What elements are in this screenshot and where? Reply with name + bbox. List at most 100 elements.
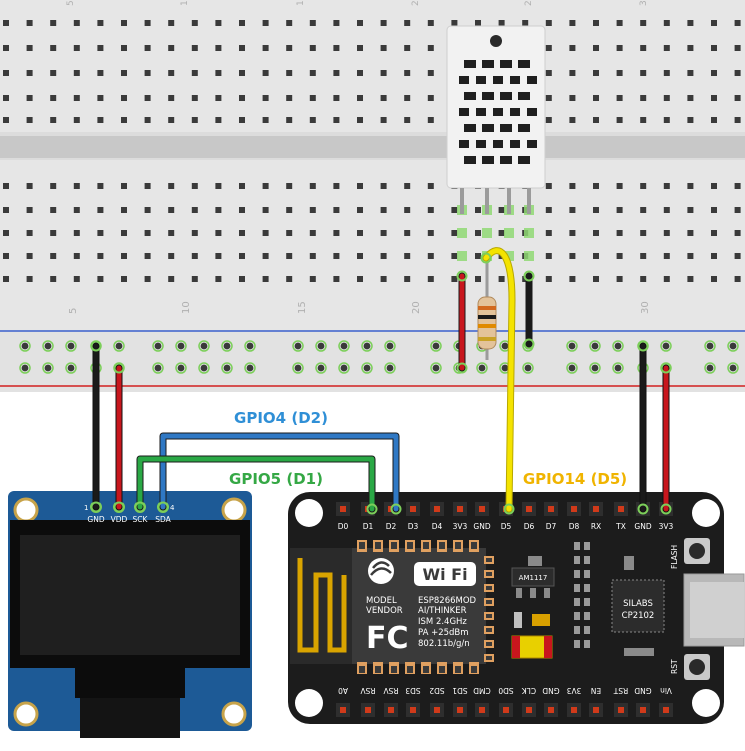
breadboard-hole [616,230,623,236]
wire-end [456,362,468,374]
grille-slot [500,156,512,164]
row-number: 1 [296,0,306,6]
breadboard-hole [734,253,741,259]
breadboard-hole [239,95,245,101]
breadboard-hole [262,45,269,51]
breadboard-hole [333,230,340,236]
breadboard-hole [498,230,505,236]
oled-pin-label: SDA [155,515,171,524]
breadboard-hole [569,70,576,76]
header-pin [410,707,416,713]
module-line-4: PA +25dBm [418,628,469,638]
wire-end [660,503,672,515]
breadboard-hole [144,230,151,236]
smd-component [574,584,580,592]
grille-slot [518,156,530,164]
breadboard-hole [309,276,316,282]
rail-hole-ring [612,340,624,352]
nodemcu-bottom-pin-label: Vin [660,686,672,695]
reset-button-label: RST [670,659,679,674]
power-rail [0,330,745,392]
row-number: 3 [639,0,649,6]
breadboard-hole [26,95,33,101]
flash-button-label: FLASH [670,545,679,569]
breadboard-hole [239,230,245,236]
rail-hole-ring [198,362,210,374]
breadboard-hole [286,253,293,259]
breadboard-hole [545,70,552,76]
rail-hole-ring [19,340,31,352]
pullup-resistor [477,258,497,360]
breadboard-hole [168,207,175,213]
grille-slot [493,108,503,116]
breadboard-hole [380,95,387,101]
rail-hole [478,364,486,372]
breadboard-hole [309,117,316,123]
breadboard-hole [545,207,552,213]
rail-hole-ring [704,362,716,374]
wifi-logo [414,562,476,586]
breadboard-hole [215,70,222,76]
wire-end [113,362,125,374]
oled-pin-label: VDD [111,515,128,524]
module-line-5: 802.11b/g/n [418,639,470,649]
rail-hole [363,364,371,372]
header-pin [434,506,440,512]
nodemcu-bottom-pin-label: SD0 [498,686,514,695]
breadboard-hole [3,95,9,101]
smd-component [584,584,590,592]
breadboard-hole [404,183,411,189]
rail-hole [21,364,29,372]
breadboard-hole [286,230,293,236]
grille-slot [482,60,494,68]
rail-hole-ring [430,340,442,352]
breadboard-hole [711,117,717,123]
breadboard-hole [144,70,151,76]
rail-hole-ring [361,340,373,352]
breadboard-hole [545,117,552,123]
grille-slot [493,76,503,84]
breadboard-hole [215,230,222,236]
rail-hole-ring [727,340,739,352]
row-number: 30 [640,301,651,314]
breadboard-hole [3,45,9,51]
oled-pin-label: GND [87,515,104,524]
breadboard-hole [286,276,293,282]
rail-hole-ring [175,362,187,374]
breadboard-hole [333,70,340,76]
rail-hole [223,364,231,372]
breadboard-hole [50,207,57,213]
breadboard-hole [168,20,175,26]
gpio14-label: GPIO14 (D5) [523,470,627,488]
rail-hole-ring [589,362,601,374]
breadboard-hole [144,20,151,26]
header-pin [593,506,599,512]
breadboard-hole [427,70,434,76]
breadboard-hole [333,20,340,26]
breadboard-hole [380,230,387,236]
grille-slot [518,92,530,100]
smd-resistor-column [574,542,590,648]
grille-slot [510,108,520,116]
breadboard-hole [73,20,80,26]
breadboard-hole [498,20,505,26]
breadboard-hole [333,117,340,123]
breadboard-hole [357,95,363,101]
breadboard-hole [357,70,363,76]
nodemcu-top-pin-label: GND [473,522,490,531]
mount-hole [295,499,323,527]
breadboard-hole [262,230,269,236]
rail-hole [200,342,208,350]
rail-hole [154,342,162,350]
breadboard-hole [687,276,694,282]
grille-slot [464,124,476,132]
rail-hole-ring [315,340,327,352]
row-number: 2 [524,0,534,6]
breadboard-hole [593,253,599,259]
breadboard-hole [121,207,127,213]
rail-hole-ring [476,362,488,374]
breadboard-hole [687,183,694,189]
breadboard-hole [73,183,80,189]
breadboard-hole [239,20,245,26]
rail-hole-ring [19,362,31,374]
